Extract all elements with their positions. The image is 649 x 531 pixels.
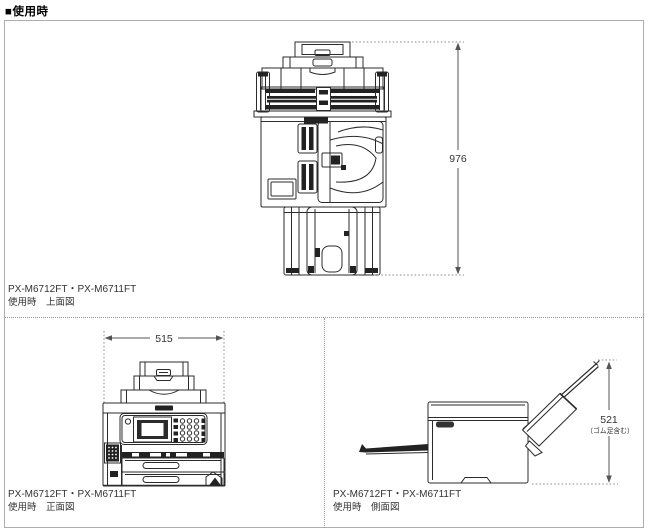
- output-tray-side: [359, 444, 429, 455]
- height-dimension-note: （ゴム足含む）: [586, 426, 634, 435]
- view-caption: 使用時 側面図: [333, 502, 400, 513]
- height-dimension-label: 521: [600, 414, 618, 426]
- touchscreen: [133, 416, 172, 443]
- power-button: [124, 418, 132, 425]
- model-name: PX-M6712FT・PX-M6711FT: [8, 284, 137, 295]
- panel-buttons: [173, 418, 206, 443]
- panel-divider-horizontal: [5, 317, 644, 318]
- top-view-panel: 976: [253, 41, 467, 276]
- caption-side-view: PX-M6712FT・PX-M6711FT 使用時 側面図: [333, 488, 461, 514]
- paper-cassette-1: [121, 457, 225, 473]
- depth-dimension: 976: [352, 41, 467, 276]
- paper-support-top: [282, 41, 364, 69]
- numeric-keypad: [179, 418, 200, 442]
- front-view-panel: 515: [102, 331, 226, 487]
- top-view-drawing: [253, 41, 392, 276]
- front-view-drawing: [102, 361, 226, 487]
- depth-dimension-label: 976: [449, 153, 467, 165]
- height-dimension: 521 （ゴム足含む）: [532, 359, 634, 485]
- side-view-panel: 521 （ゴム足含む）: [359, 359, 634, 485]
- page-title: ■使用時: [5, 6, 49, 18]
- model-name: PX-M6712FT・PX-M6711FT: [8, 489, 137, 500]
- output-slot: [122, 452, 224, 458]
- control-panel: [119, 413, 208, 445]
- view-caption: 使用時 上面図: [8, 297, 75, 308]
- caption-front-view: PX-M6712FT・PX-M6711FT 使用時 正面図: [8, 488, 136, 514]
- model-name: PX-M6712FT・PX-M6711FT: [333, 489, 462, 500]
- printer-body-top: [260, 116, 387, 208]
- paper-cassette-2: [121, 471, 225, 487]
- ink-tank-window: [205, 471, 223, 486]
- width-dimension: 515: [103, 331, 225, 404]
- panel-divider-vertical: [324, 318, 325, 528]
- bottom-foot: [460, 477, 492, 484]
- view-caption: 使用時 正面図: [8, 502, 75, 513]
- output-tray-top: [283, 206, 381, 276]
- adf-handle: [436, 421, 454, 428]
- side-view-drawing: [359, 360, 600, 484]
- width-dimension-label: 515: [155, 333, 173, 345]
- paper-support-front: [120, 361, 207, 404]
- scanner-bar: [253, 86, 392, 118]
- epson-logo: [155, 405, 173, 411]
- paper-support-side: [521, 360, 600, 457]
- caption-top-view: PX-M6712FT・PX-M6711FT 使用時 上面図: [8, 283, 136, 309]
- printer-body-side: [427, 401, 529, 484]
